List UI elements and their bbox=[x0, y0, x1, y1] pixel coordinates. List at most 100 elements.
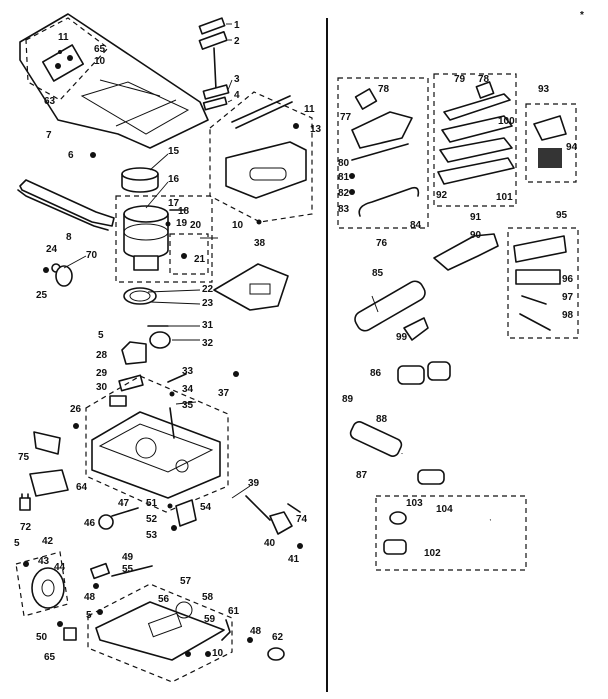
label-101: 101 bbox=[496, 192, 513, 203]
screw-50 bbox=[57, 621, 63, 627]
knob-62 bbox=[267, 647, 285, 661]
cord-clip-75 bbox=[33, 431, 61, 455]
nozzle-99 bbox=[403, 317, 429, 341]
valve-part bbox=[147, 325, 171, 349]
label-85: 85 bbox=[372, 268, 384, 279]
label-98: 98 bbox=[562, 310, 574, 321]
label-5a: 5 bbox=[98, 330, 104, 341]
label-55: 55 bbox=[122, 564, 134, 575]
label-79: 79 bbox=[454, 74, 466, 85]
label-104: 104 bbox=[436, 504, 453, 515]
latch-28-30-part bbox=[109, 341, 147, 407]
label-48a: 48 bbox=[84, 592, 96, 603]
label-52: 52 bbox=[146, 514, 158, 525]
bracket-61 bbox=[221, 619, 231, 641]
label-6: 6 bbox=[68, 150, 74, 161]
switch-part bbox=[245, 495, 303, 549]
label-16: 16 bbox=[168, 174, 180, 185]
latch-parts bbox=[198, 17, 230, 111]
label-99: 99 bbox=[396, 332, 408, 343]
label-33: 33 bbox=[182, 366, 194, 377]
label-81: 81 bbox=[338, 172, 350, 183]
label-44: 44 bbox=[54, 562, 66, 573]
label-11b: 11 bbox=[304, 104, 315, 115]
label-20: 20 bbox=[190, 220, 202, 231]
hose-88 bbox=[349, 356, 566, 485]
label-18: 18 bbox=[178, 206, 190, 217]
label-93: 93 bbox=[538, 84, 550, 95]
label-15: 15 bbox=[168, 146, 180, 157]
label-10c: 10 bbox=[212, 648, 224, 659]
label-89: 89 bbox=[342, 394, 354, 405]
screw-37 bbox=[233, 371, 239, 377]
floor-brush-91 bbox=[433, 73, 517, 207]
shaft-47 bbox=[111, 507, 139, 517]
label-84: 84 bbox=[410, 220, 422, 231]
label-63: 63 bbox=[44, 96, 56, 107]
label-25: 25 bbox=[36, 290, 48, 301]
label-48b: 48 bbox=[250, 626, 262, 637]
label-10b: 10 bbox=[232, 220, 244, 231]
label-22: 22 bbox=[202, 284, 214, 295]
label-58: 58 bbox=[202, 592, 214, 603]
label-37: 37 bbox=[218, 388, 230, 399]
label-29: 29 bbox=[96, 368, 108, 379]
label-21: 21 bbox=[194, 254, 206, 265]
label-76: 76 bbox=[376, 238, 388, 249]
extension-wand-85 bbox=[354, 280, 426, 332]
label-53: 53 bbox=[146, 530, 158, 541]
label-64: 64 bbox=[76, 482, 88, 493]
dusting-brush-93 bbox=[525, 103, 577, 183]
label-46: 46 bbox=[84, 518, 96, 529]
label-40: 40 bbox=[264, 538, 276, 549]
label-1: 1 bbox=[234, 20, 240, 31]
filter-housing-part bbox=[115, 167, 213, 283]
corner-mark: * bbox=[580, 10, 584, 21]
label-80: 80 bbox=[338, 158, 350, 169]
base-housing-part bbox=[85, 375, 229, 513]
label-62: 62 bbox=[272, 632, 284, 643]
screw-26 bbox=[73, 423, 79, 429]
label-42: 42 bbox=[42, 536, 54, 547]
label-35: 35 bbox=[182, 400, 194, 411]
collection-bin-part bbox=[209, 91, 313, 225]
label-8: 8 bbox=[66, 232, 72, 243]
label-77: 77 bbox=[340, 112, 352, 123]
label-23: 23 bbox=[202, 298, 214, 309]
filter-38-part bbox=[213, 263, 289, 311]
label-32: 32 bbox=[202, 338, 214, 349]
label-88: 88 bbox=[376, 414, 388, 425]
top-cover-part bbox=[19, 13, 209, 149]
brush-roll-part bbox=[89, 562, 153, 589]
label-70: 70 bbox=[86, 250, 98, 261]
label-17: 17 bbox=[168, 198, 180, 209]
label-57: 57 bbox=[180, 576, 192, 587]
label-28: 28 bbox=[96, 350, 108, 361]
label-100: 100 bbox=[498, 116, 515, 127]
label-7: 7 bbox=[46, 130, 52, 141]
label-19: 19 bbox=[176, 218, 188, 229]
label-65a: 65 bbox=[94, 44, 106, 55]
label-95: 95 bbox=[556, 210, 568, 221]
label-5b: 5 bbox=[14, 538, 20, 549]
label-43: 43 bbox=[38, 556, 50, 567]
cord-hook-part bbox=[43, 263, 73, 287]
label-41: 41 bbox=[288, 554, 300, 565]
bumper-65 bbox=[63, 627, 77, 641]
part-labels: 1 2 3 4 5 5 5 6 7 8 10 10 10 11 11 13 15… bbox=[14, 20, 578, 663]
label-72: 72 bbox=[20, 522, 32, 533]
label-11a: 11 bbox=[58, 32, 69, 43]
label-59: 59 bbox=[204, 614, 216, 625]
label-78b: 78 bbox=[478, 74, 490, 85]
motor-connector-part bbox=[167, 499, 197, 531]
label-54: 54 bbox=[200, 502, 212, 513]
label-3: 3 bbox=[234, 74, 240, 85]
plug-72 bbox=[19, 493, 31, 511]
label-91: 91 bbox=[470, 212, 482, 223]
label-61: 61 bbox=[228, 606, 240, 617]
label-47: 47 bbox=[118, 498, 130, 509]
label-10a: 10 bbox=[94, 56, 106, 67]
label-96: 96 bbox=[562, 274, 574, 285]
